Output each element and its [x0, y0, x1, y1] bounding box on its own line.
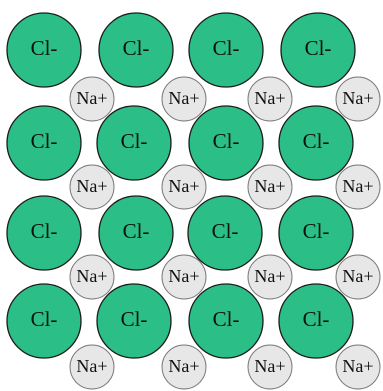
- sodium-ion-label: Na+: [342, 356, 373, 376]
- chloride-ion: Cl-: [188, 105, 264, 181]
- chloride-ion-circle: [6, 283, 82, 359]
- chloride-ion: Cl-: [6, 105, 82, 181]
- chloride-ion: Cl-: [278, 283, 354, 359]
- chloride-ion-circle: [280, 12, 356, 88]
- chloride-ion-circle: [6, 12, 82, 88]
- sodium-ion-label: Na+: [168, 176, 199, 196]
- chloride-ion: Cl-: [98, 195, 174, 271]
- chloride-ion-label: Cl-: [31, 307, 58, 331]
- sodium-ion-label: Na+: [342, 88, 373, 108]
- chloride-ion-label: Cl-: [213, 129, 240, 153]
- chloride-ion-label: Cl-: [305, 36, 332, 60]
- sodium-ion-label: Na+: [76, 266, 107, 286]
- chloride-ion: Cl-: [6, 283, 82, 359]
- sodium-ion: Na+: [335, 76, 381, 122]
- sodium-ion-label: Na+: [76, 176, 107, 196]
- sodium-ion: Na+: [335, 344, 381, 390]
- chloride-ion-label: Cl-: [303, 129, 330, 153]
- chloride-ion-label: Cl-: [31, 36, 58, 60]
- sodium-ion: Na+: [247, 254, 293, 300]
- sodium-ion-label: Na+: [168, 356, 199, 376]
- chloride-ion-label: Cl-: [303, 219, 330, 243]
- sodium-ion-circle: [69, 76, 115, 122]
- chloride-ion-circle: [278, 195, 354, 271]
- sodium-ion-circle: [247, 76, 293, 122]
- chloride-ion: Cl-: [280, 12, 356, 88]
- sodium-ion-label: Na+: [76, 88, 107, 108]
- chloride-ion-label: Cl-: [121, 307, 148, 331]
- sodium-ion-label: Na+: [342, 266, 373, 286]
- chloride-ion: Cl-: [188, 283, 264, 359]
- sodium-ion-circle: [161, 344, 207, 390]
- chloride-ion-circle: [96, 105, 172, 181]
- chloride-ion-label: Cl-: [303, 307, 330, 331]
- sodium-ion-circle: [69, 344, 115, 390]
- sodium-ion: Na+: [335, 254, 381, 300]
- sodium-ion: Na+: [247, 164, 293, 210]
- sodium-ion-circle: [335, 344, 381, 390]
- sodium-ion: Na+: [161, 254, 207, 300]
- sodium-ion-circle: [247, 344, 293, 390]
- chloride-ion: Cl-: [96, 105, 172, 181]
- sodium-ion-label: Na+: [254, 266, 285, 286]
- sodium-ion-label: Na+: [254, 356, 285, 376]
- sodium-ion: Na+: [161, 344, 207, 390]
- chloride-ion-circle: [188, 12, 264, 88]
- sodium-ion-circle: [335, 76, 381, 122]
- sodium-ion-label: Na+: [254, 88, 285, 108]
- sodium-ion-circle: [247, 254, 293, 300]
- chloride-ion: Cl-: [6, 195, 82, 271]
- sodium-ion-circle: [161, 164, 207, 210]
- sodium-ion-circle: [161, 254, 207, 300]
- chloride-ion-label: Cl-: [121, 129, 148, 153]
- sodium-ion-circle: [335, 254, 381, 300]
- chloride-ion-circle: [96, 283, 172, 359]
- sodium-ion-circle: [69, 164, 115, 210]
- chloride-ion-label: Cl-: [31, 219, 58, 243]
- chloride-ion-label: Cl-: [213, 36, 240, 60]
- chloride-ion-circle: [187, 195, 263, 271]
- sodium-ion: Na+: [161, 76, 207, 122]
- sodium-ion: Na+: [69, 344, 115, 390]
- chloride-ion-label: Cl-: [123, 36, 150, 60]
- chloride-ion-circle: [188, 283, 264, 359]
- chloride-ion: Cl-: [96, 283, 172, 359]
- chloride-ion: Cl-: [6, 12, 82, 88]
- chloride-ion: Cl-: [278, 195, 354, 271]
- chloride-ion-circle: [278, 105, 354, 181]
- chloride-ion-label: Cl-: [212, 219, 239, 243]
- chloride-ion-label: Cl-: [31, 129, 58, 153]
- chloride-ion-circle: [188, 105, 264, 181]
- sodium-ion-label: Na+: [342, 176, 373, 196]
- sodium-ion: Na+: [69, 164, 115, 210]
- chloride-ion-label: Cl-: [213, 307, 240, 331]
- sodium-ion-circle: [161, 76, 207, 122]
- sodium-ion: Na+: [335, 164, 381, 210]
- chloride-ion: Cl-: [188, 12, 264, 88]
- sodium-ion: Na+: [247, 76, 293, 122]
- sodium-ion-circle: [335, 164, 381, 210]
- sodium-ion: Na+: [161, 164, 207, 210]
- chloride-ion-circle: [6, 105, 82, 181]
- sodium-ion: Na+: [247, 344, 293, 390]
- chloride-ion-circle: [98, 195, 174, 271]
- chloride-ion: Cl-: [98, 12, 174, 88]
- sodium-ion-circle: [247, 164, 293, 210]
- chloride-ion-circle: [278, 283, 354, 359]
- sodium-ion: Na+: [69, 76, 115, 122]
- sodium-ion: Na+: [69, 254, 115, 300]
- chloride-ion: Cl-: [187, 195, 263, 271]
- chloride-ion-label: Cl-: [123, 219, 150, 243]
- chloride-ion-circle: [98, 12, 174, 88]
- chloride-ion: Cl-: [278, 105, 354, 181]
- chloride-ion-circle: [6, 195, 82, 271]
- sodium-ion-label: Na+: [168, 266, 199, 286]
- sodium-ion-label: Na+: [76, 356, 107, 376]
- sodium-ion-circle: [69, 254, 115, 300]
- sodium-ion-label: Na+: [254, 176, 285, 196]
- sodium-ion-label: Na+: [168, 88, 199, 108]
